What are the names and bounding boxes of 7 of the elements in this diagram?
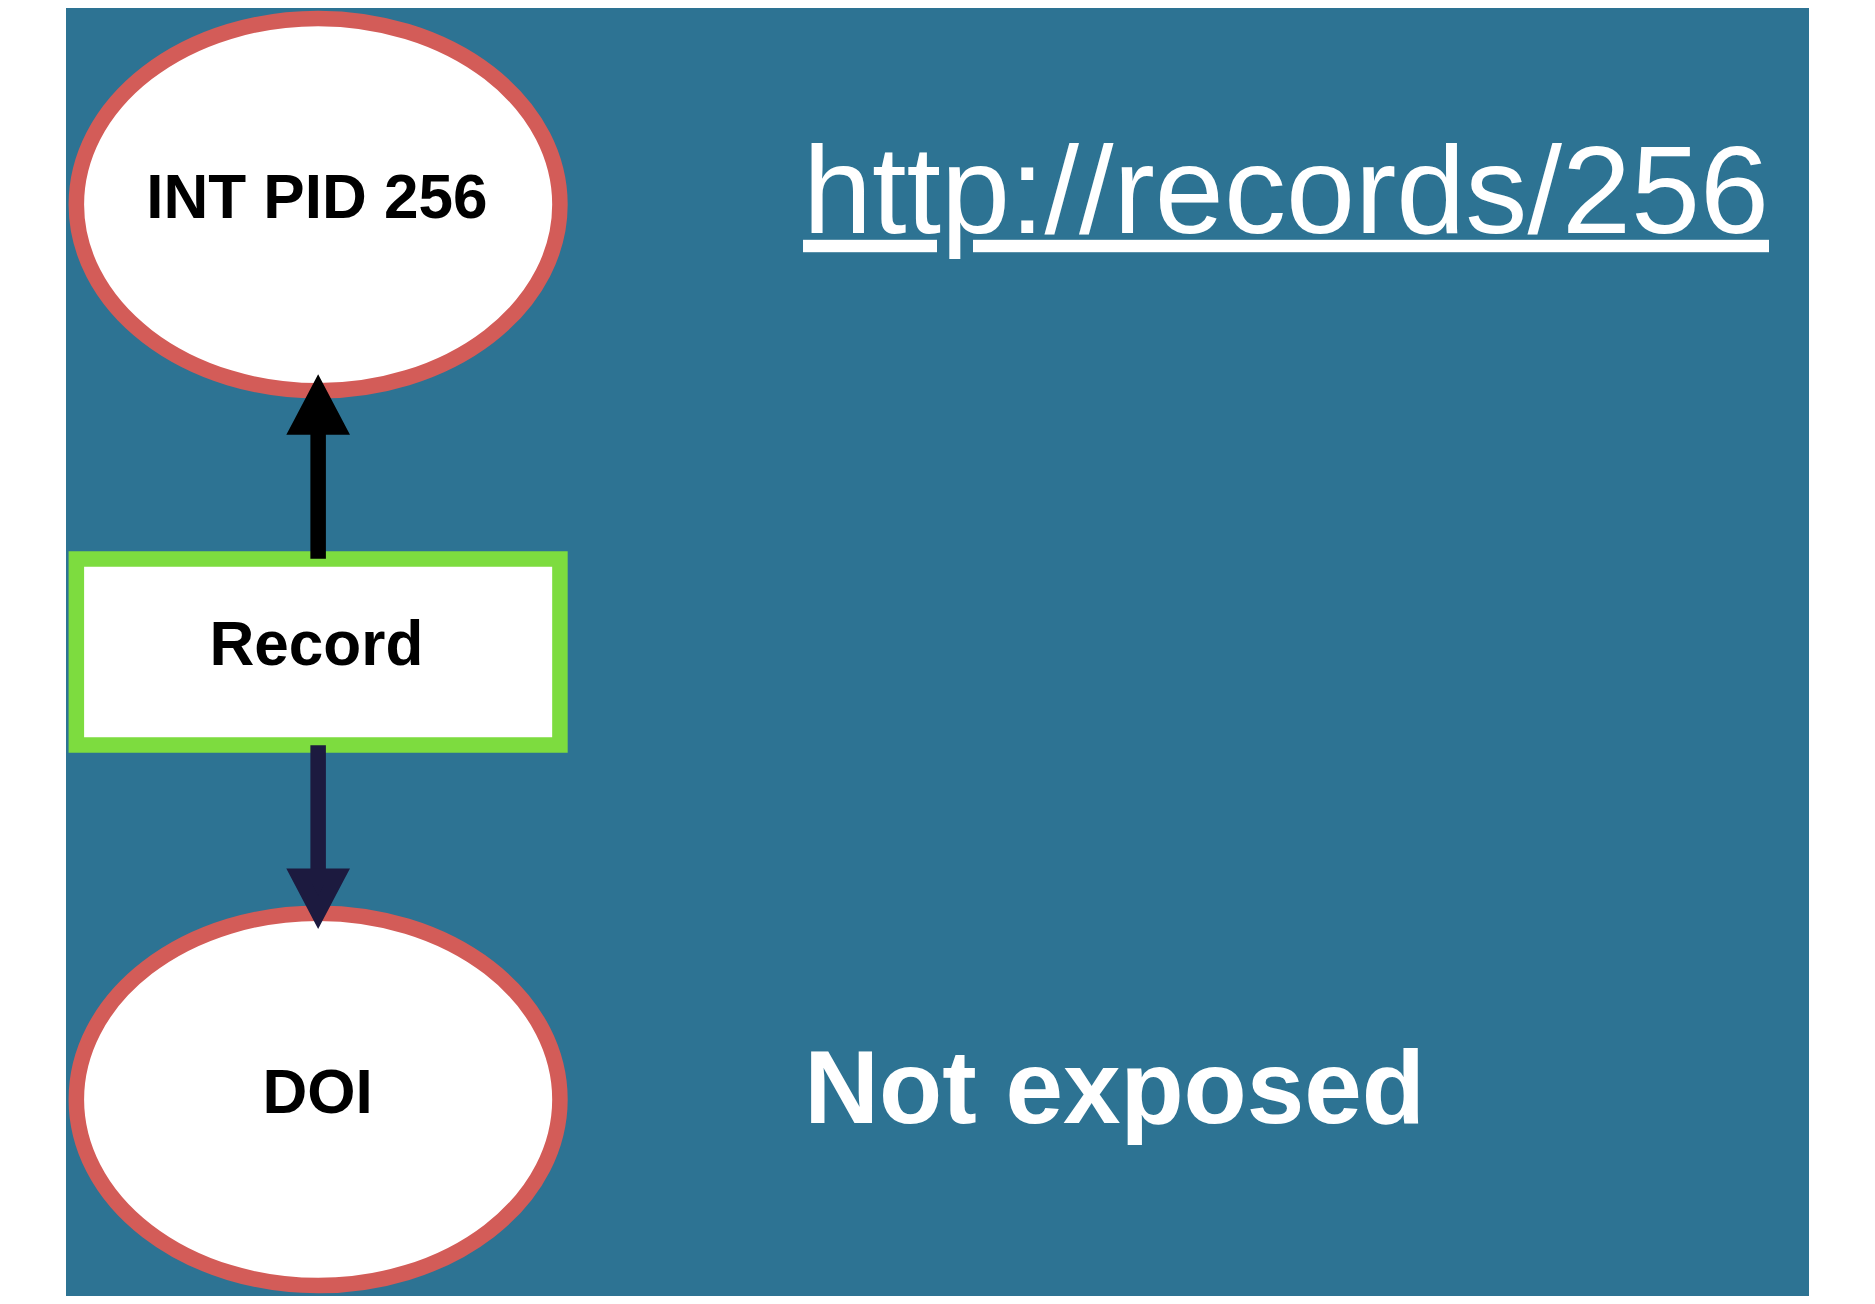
node-ellipse: DOI (68, 905, 568, 1294)
arrow (286, 745, 350, 930)
node-ellipse: INT PID 256 (68, 10, 568, 399)
arrow (286, 374, 350, 559)
label: http://records/256 (803, 120, 1770, 259)
label: Not exposed (804, 1028, 1426, 1145)
node-box: Record (68, 551, 568, 753)
